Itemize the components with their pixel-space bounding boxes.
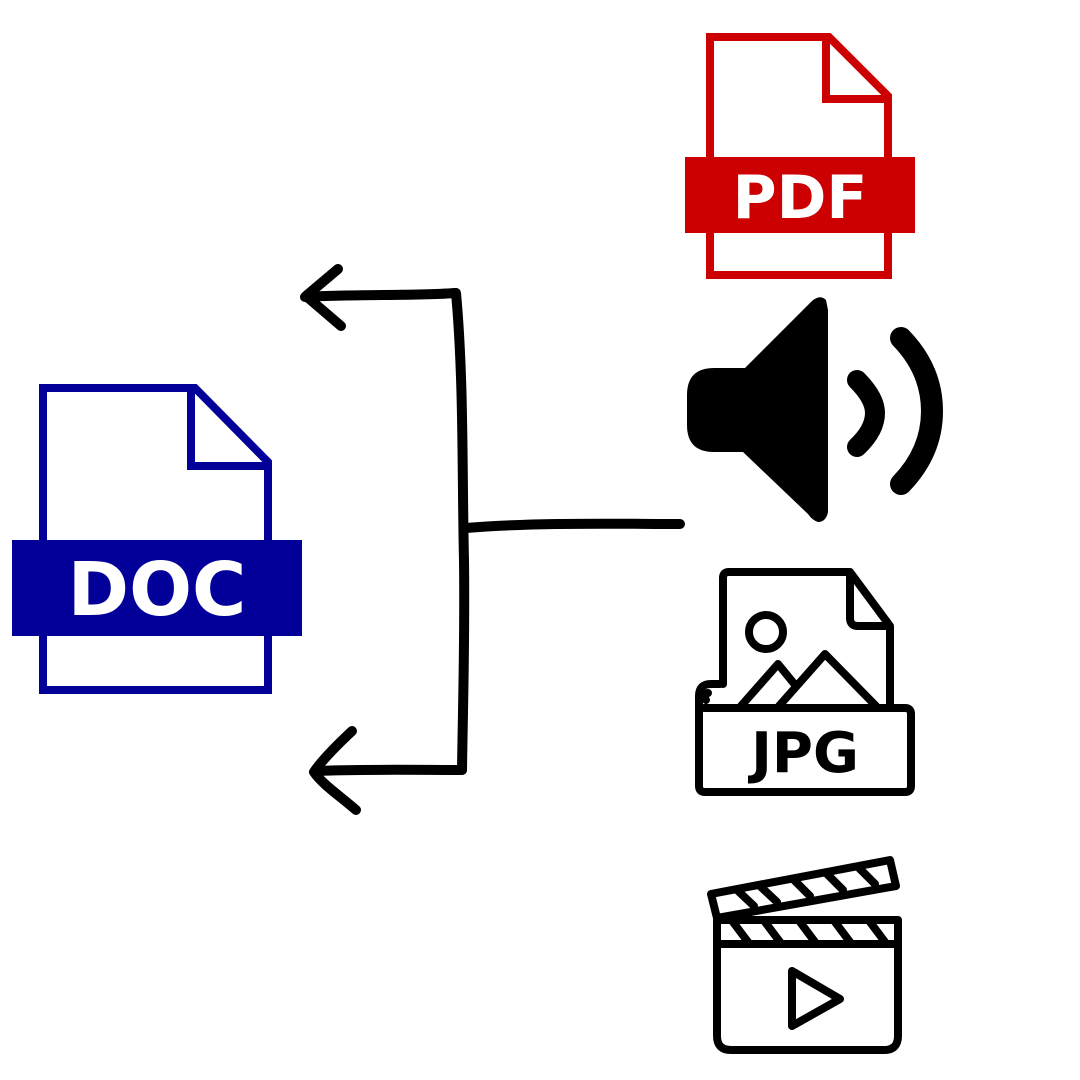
- video-clapperboard-icon: [707, 856, 902, 1054]
- arrow-head-bottom: [309, 726, 361, 815]
- speaker-icon: [687, 297, 944, 522]
- pdf-file-icon: PDF: [685, 33, 915, 279]
- bracket-connector: [300, 264, 685, 815]
- doc-label: DOC: [68, 547, 247, 633]
- sound-wave-small: [847, 370, 886, 457]
- doc-file-icon: DOC: [12, 384, 302, 694]
- play-icon: [788, 967, 844, 1030]
- bracket-middle-line: [461, 518, 685, 533]
- jpg-label: JPG: [747, 721, 859, 786]
- jpg-image-file-icon: JPG: [695, 568, 915, 796]
- pdf-label: PDF: [733, 163, 868, 233]
- bracket-vertical-line: [451, 288, 470, 775]
- bracket-top-line: [300, 288, 460, 302]
- bracket-bottom-line: [310, 764, 467, 776]
- arrow-head-top: [301, 264, 346, 331]
- sound-wave-large: [890, 327, 944, 495]
